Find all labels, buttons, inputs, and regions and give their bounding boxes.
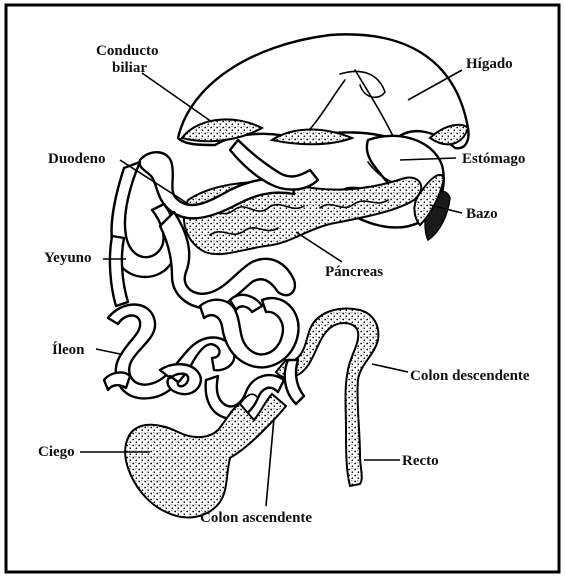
label-pancreas: Páncreas	[325, 264, 383, 280]
cecum-and-ascending-colon	[125, 394, 286, 517]
label-yeyuno: Yeyuno	[44, 250, 92, 266]
label-colon-ascendente: Colon ascendente	[200, 510, 312, 526]
leader-colon-ascendente	[266, 418, 274, 506]
label-bazo: Bazo	[466, 206, 498, 222]
label-biliar: biliar	[112, 60, 147, 76]
label-duodeno: Duodeno	[48, 151, 106, 167]
leader-colon-descendente	[372, 364, 408, 372]
label-ciego: Ciego	[38, 444, 75, 460]
label-higado: Hígado	[466, 56, 513, 72]
label-conducto: Conducto	[96, 43, 159, 59]
label-recto: Recto	[402, 453, 439, 469]
leader-pancreas	[296, 232, 342, 262]
label-estomago: Estómago	[462, 151, 525, 167]
leader-ileon	[96, 349, 120, 354]
label-colon-descendente: Colon descendente	[410, 368, 530, 384]
label-ileon: Íleon	[52, 341, 85, 358]
